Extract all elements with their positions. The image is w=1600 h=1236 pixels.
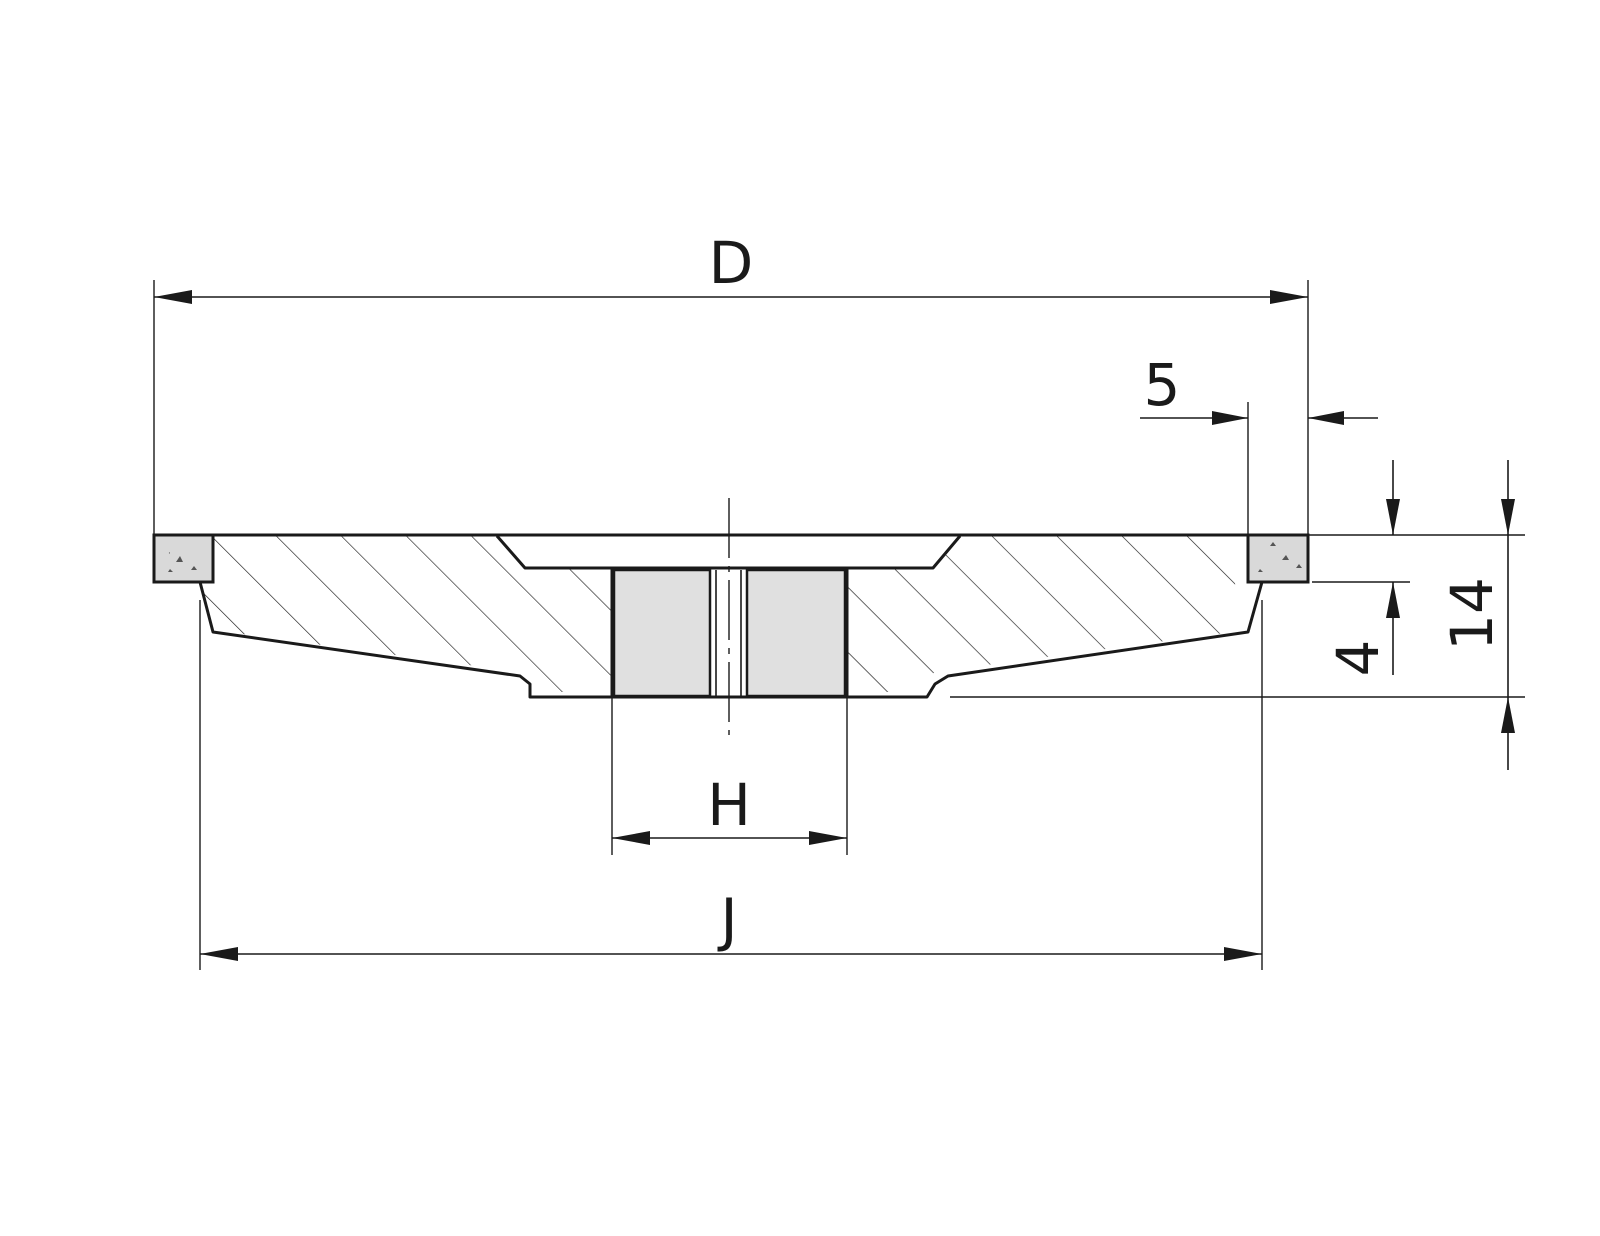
abrasive-rim-left: · <box>152 533 215 584</box>
dimension-J: J <box>199 600 1263 970</box>
label-D: D <box>709 229 754 297</box>
abrasive-rim-right <box>1246 533 1310 584</box>
label-H: H <box>707 771 751 839</box>
dimension-total-height: 14 <box>950 460 1525 770</box>
bore-right-block <box>745 568 847 698</box>
label-14: 14 <box>1438 577 1506 651</box>
label-5: 5 <box>1144 351 1181 419</box>
abrasive-texture-mark: · <box>168 549 171 559</box>
bore-bushing <box>610 568 849 698</box>
dimension-rim-width: 5 <box>1140 351 1378 535</box>
body-left-hatch <box>200 536 612 692</box>
dimension-D: D <box>153 229 1309 535</box>
wheel-body-section <box>198 533 1264 699</box>
body-right-hatch <box>747 536 1248 692</box>
label-4: 4 <box>1324 640 1392 677</box>
label-J: J <box>717 886 737 954</box>
dimension-layer-thickness: 4 <box>1308 460 1525 676</box>
dimension-H: H <box>611 697 848 855</box>
bore-left-block <box>612 568 712 698</box>
